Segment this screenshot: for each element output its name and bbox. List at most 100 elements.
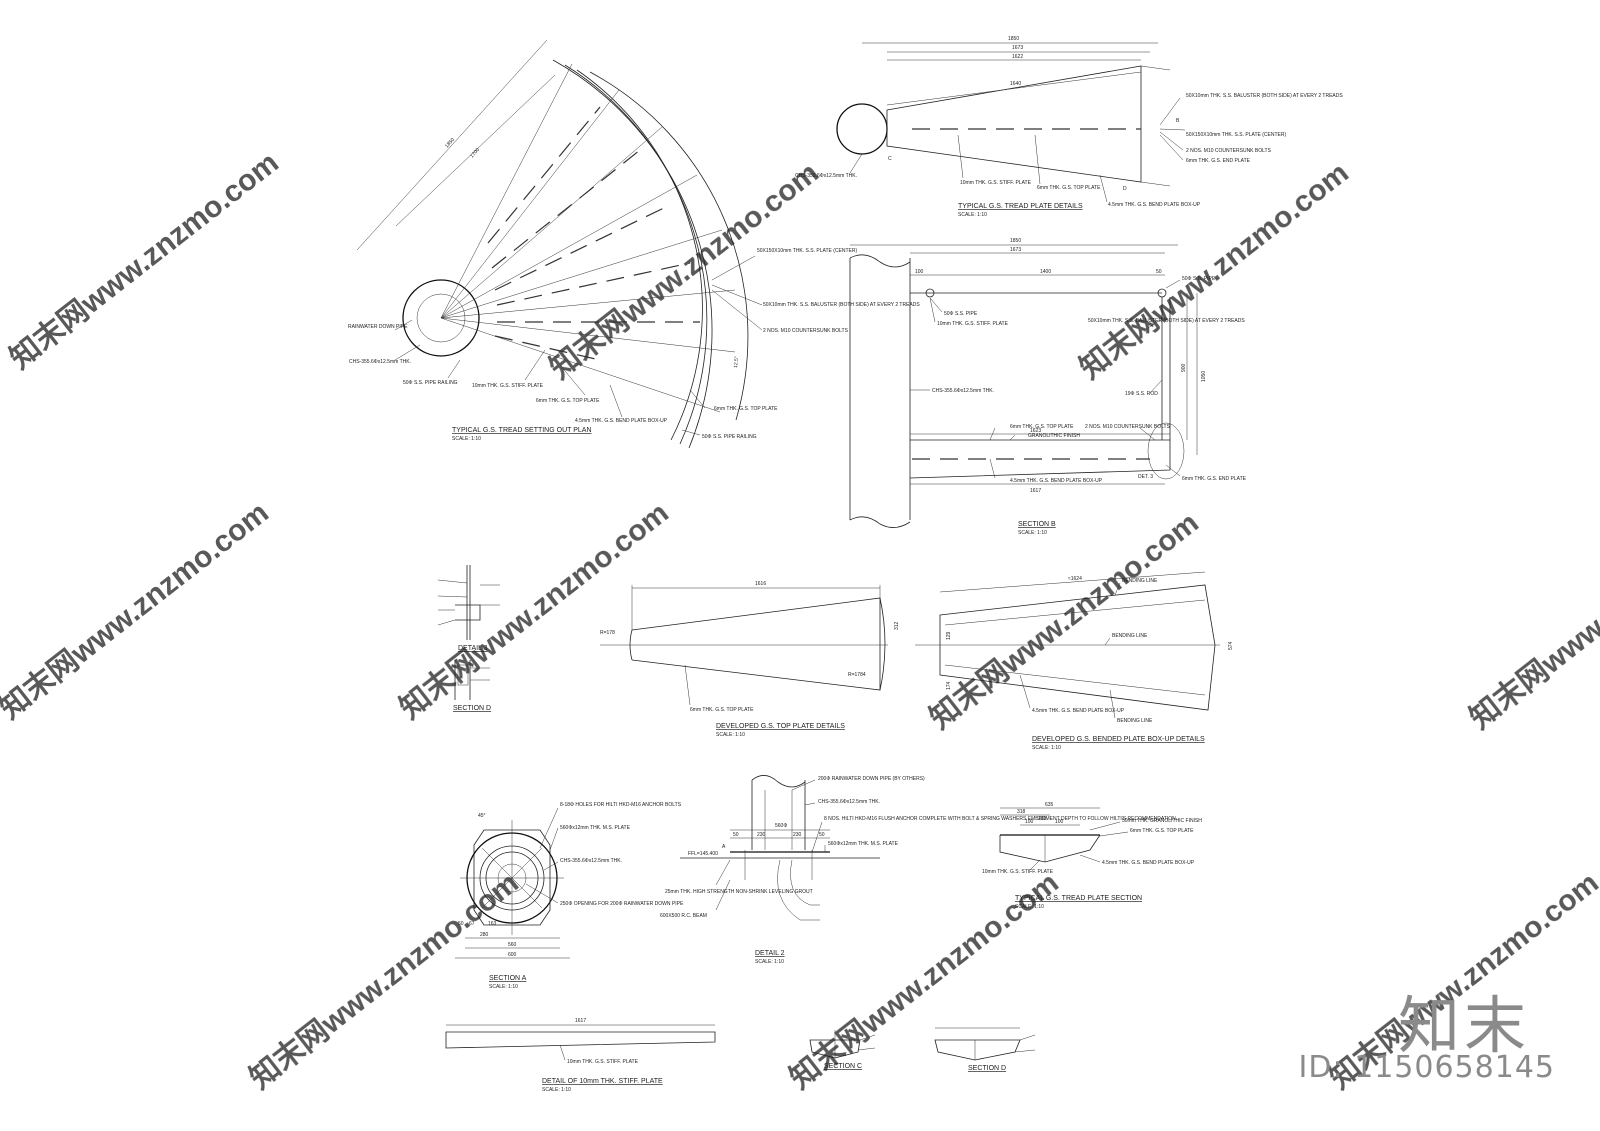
diag-2 xyxy=(481,847,543,909)
label-downpipe: 200Φ RAINWATER DOWN PIPE (BY OTHERS) xyxy=(818,776,925,782)
leaders xyxy=(525,807,559,904)
dim-1400: 1400 xyxy=(1040,269,1051,275)
label-stiff: 10mm THK. G.S. STIFF. PLATE xyxy=(937,321,1009,327)
dim-1617: 1617 xyxy=(575,1018,586,1024)
dim-r178: R=178 xyxy=(600,630,615,636)
dim-1617: 1617 xyxy=(1030,488,1041,494)
label-stiff: 10mm THK. G.S. STIFF. PLATE xyxy=(567,1059,639,1065)
label-box: 4.5mm THK. G.S. BEND PLATE BOX-UP xyxy=(1010,478,1103,484)
dim-312: 312 xyxy=(894,621,900,630)
label-center-plate: 50X150X10mm THK. S.S. PLATE (CENTER) xyxy=(757,248,857,254)
watermark: 知末网www.znzmo.com xyxy=(1464,506,1600,736)
watermark: 知末网www.znzmo.com xyxy=(394,496,675,726)
downpipe-circle xyxy=(416,293,466,343)
scale-tread-section: SCALE: 1:10 xyxy=(1015,904,1044,910)
title-section-d: SECTION D xyxy=(453,705,491,712)
dim-line xyxy=(395,74,556,227)
sectiond-leaders xyxy=(470,667,490,681)
base-plate-outline xyxy=(473,829,551,926)
det3-circle xyxy=(1147,422,1185,480)
dim-45: 45° xyxy=(478,813,486,819)
tread-center-dashes xyxy=(487,106,700,361)
pipe-break xyxy=(751,775,806,788)
dim-1850: 1850 xyxy=(1008,36,1019,42)
end-plate-bottom xyxy=(1140,181,1171,187)
title-stiff-plate: DETAIL OF 10mm THK. STIFF. PLATE xyxy=(542,1078,663,1085)
outer-arc xyxy=(552,59,713,449)
dim-174: 174 xyxy=(946,681,952,690)
label-baluster: 50X10mm THK. S.S. BALUSTER (BOTH SIDE) A… xyxy=(1088,318,1245,324)
dim-1673: 1673 xyxy=(1010,247,1021,253)
label-baluster: 50X10mm THK. S.S. BALUSTER (BOTH SIDE) A… xyxy=(763,302,920,308)
dim-1850: 1850 xyxy=(1010,238,1021,244)
dim-1700: 1700 xyxy=(469,147,481,159)
label-granolithic: 50mm THK. GRANOLITHIC FINISH xyxy=(1122,818,1202,824)
label-grout: 25mm THK. HIGH STRENGTH NON-SHRINK LEVEL… xyxy=(665,889,813,895)
label-pipe-railing: 50Φ S.S. PIPE RAILING xyxy=(403,380,458,386)
dim-574: 574 xyxy=(1228,641,1234,650)
label-bend-2: BENDING LINE xyxy=(1112,633,1148,639)
sectiond-block xyxy=(457,664,469,686)
box-up-outline xyxy=(939,584,1216,711)
leader xyxy=(684,664,691,706)
tread-plate-section: 635 318 100 100 280 50mm THK. GRANOLITHI… xyxy=(982,802,1202,910)
label-bolts: 2 NOS. M10 COUNTERSUNK BOLTS xyxy=(763,328,849,334)
dim-900: 900 xyxy=(1181,363,1187,372)
label-bend-1: BENDING LINE xyxy=(1122,578,1158,584)
label-box-up: 4.5mm THK. G.S. BEND PLATE BOX-UP xyxy=(575,418,668,424)
label-box: 4.5mm THK. G.S. BEND PLATE BOX-UP xyxy=(1108,202,1201,208)
rail-arc-2 xyxy=(576,69,703,441)
scale-detail-2: SCALE: 1:10 xyxy=(755,959,784,965)
box-up xyxy=(999,834,1101,863)
detail3-leaders xyxy=(437,579,500,626)
dim-1673: 1673 xyxy=(1012,45,1023,51)
leaders xyxy=(849,97,1186,203)
dim-1050: 1050 xyxy=(1201,371,1207,382)
developed-box-up: ≈1624 574 174 129 BENDING LINE BENDING L… xyxy=(915,571,1234,751)
label-bolts: 2 NOS. M10 COUNTERSUNK BOLTS xyxy=(1085,424,1171,430)
label-bolts: 2 NOS. M10 COUNTERSUNK BOLTS xyxy=(1186,148,1272,154)
dim-1850: 1850 xyxy=(444,137,456,149)
title-tread-plate-details: TYPICAL G.S. TREAD PLATE DETAILS xyxy=(958,203,1083,210)
dim-50-l: 50 xyxy=(733,832,739,838)
watermark: 知末网www.znzmo.com xyxy=(244,866,525,1096)
column-circle xyxy=(402,279,480,357)
label-center: 50X150X10mm THK. S.S. PLATE (CENTER) xyxy=(1186,132,1286,138)
title-section-b: SECTION B xyxy=(1018,521,1056,528)
pipe-left xyxy=(925,288,935,298)
label-top: 6mm THK. G.S. TOP PLATE xyxy=(690,707,754,713)
dim-163: 163 xyxy=(488,921,497,927)
dim-280: 280 xyxy=(480,932,489,938)
bend-line-1 xyxy=(944,599,1206,626)
title-tread-section: TYPICAL G.S. TREAD PLATE SECTION xyxy=(1015,895,1142,902)
label-chs: CHS-355.6Φx12.5mm THK. xyxy=(795,173,857,179)
scale-tread-plate-details: SCALE: 1:10 xyxy=(958,212,987,218)
dim-1622: 1622 xyxy=(1012,54,1023,60)
rail-arc-1 xyxy=(564,64,708,445)
label-opening: 250Φ OPENING FOR 200Φ RAINWATER DOWN PIP… xyxy=(560,901,684,907)
label-baluster: 50X10mm THK. S.S. BALUSTER (BOTH SIDE) A… xyxy=(1186,93,1343,99)
title-section-c: SECTION C xyxy=(824,1063,862,1070)
label-top-plate-2: 6mm THK. G.S. TOP PLATE xyxy=(714,406,778,412)
dim-50-r: 50 xyxy=(819,832,825,838)
dim-angle: 12.5° xyxy=(733,356,740,368)
dim-r1784: R=1784 xyxy=(848,672,866,678)
dim-100-r: 100 xyxy=(1055,819,1064,825)
label-box: 4.5mm THK. G.S. BEND PLATE BOX-UP xyxy=(1102,860,1195,866)
label-stiff: 10mm THK. G.S. STIFF. PLATE xyxy=(960,180,1032,186)
dim-50: 50 xyxy=(1156,269,1162,275)
dim-line xyxy=(886,71,1142,106)
bend-line-3 xyxy=(944,664,1206,696)
section-d-outline xyxy=(934,1039,1021,1061)
label-rod: 19Φ S.S. ROD xyxy=(1125,391,1158,397)
title-section-d-bottom: SECTION D xyxy=(968,1065,1006,1072)
stiff-plate-detail: 1617 10mm THK. G.S. STIFF. PLATE DETAIL … xyxy=(445,1018,716,1093)
dim-318: 318 xyxy=(1017,809,1026,815)
dim-100-l: 100 xyxy=(1025,819,1034,825)
label-top: 6mm THK. G.S. TOP PLATE xyxy=(1130,828,1194,834)
stiff-plate-outline xyxy=(445,1031,716,1049)
dim-1616: 1616 xyxy=(755,581,766,587)
scale-developed-box: SCALE: 1:10 xyxy=(1032,745,1061,751)
dim-1624: ≈1624 xyxy=(1068,576,1082,582)
